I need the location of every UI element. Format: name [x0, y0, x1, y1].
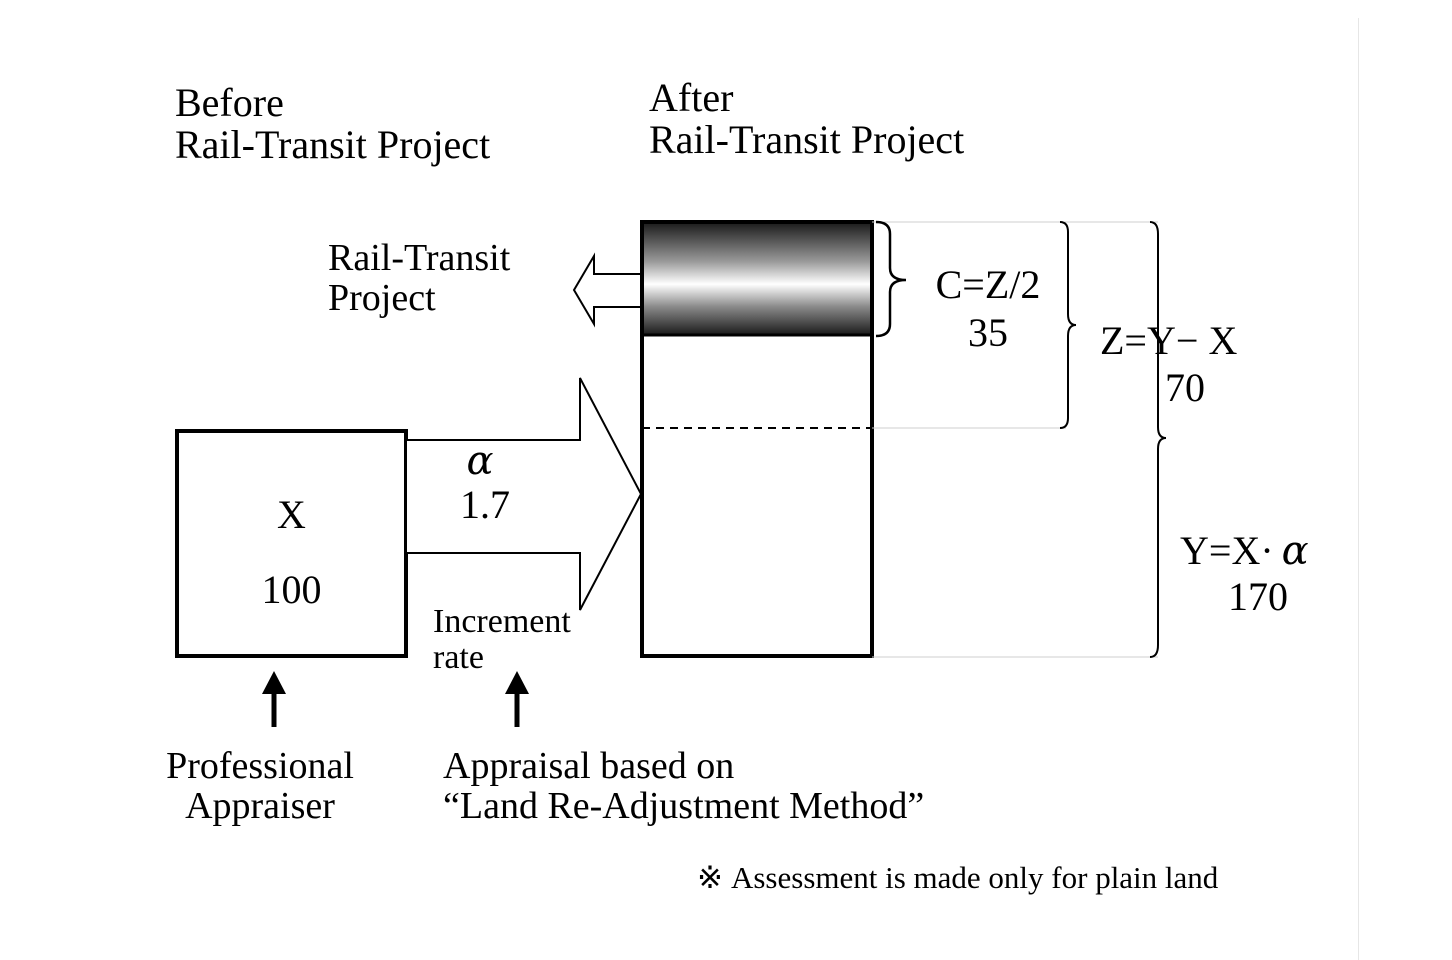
c-formula: C=Z/2 — [935, 262, 1041, 307]
increment-rate-line1: Increment — [433, 603, 571, 640]
after-heading-line2: Rail-Transit Project — [649, 117, 965, 163]
hollow-left-arrow — [572, 252, 642, 328]
increment-rate-label: Increment rate — [433, 603, 571, 677]
before-heading-line1: Before — [175, 80, 284, 125]
after-heading-line1: After — [649, 75, 734, 120]
alpha-symbol: α — [466, 438, 494, 484]
increment-arrow — [405, 377, 643, 611]
z-formula: Z=Y− X — [1100, 318, 1238, 363]
after-heading: After Rail-Transit Project — [649, 75, 965, 163]
increment-rate-line2: rate — [433, 639, 484, 677]
z-brace — [1059, 221, 1077, 429]
footnote-text: Assessment is made only for plain land — [730, 860, 1219, 895]
appraisal-method-line2: “Land Re-Adjustment Method” — [443, 785, 925, 828]
c-value: 35 — [968, 310, 1008, 355]
footnote: ※Assessment is made only for plain land — [697, 860, 1219, 895]
alpha-value: 1.7 — [460, 482, 510, 527]
footnote-mark: ※ — [697, 860, 723, 895]
after-value-column — [640, 220, 874, 658]
rail-transit-project-label: Rail-Transit Project — [328, 238, 510, 319]
page-edge-line — [1358, 18, 1359, 960]
after-column-shaded-part — [642, 222, 872, 335]
y-value: 170 — [1228, 574, 1288, 619]
x-value: 100 — [261, 567, 322, 612]
y-formula: Y=X·α — [1180, 528, 1309, 574]
before-value-box — [175, 429, 408, 658]
appraiser-arrow-head — [262, 671, 286, 694]
y-formula-text: Y=X· — [1180, 528, 1274, 573]
y-formula-alpha: α — [1281, 528, 1309, 574]
rail-transit-line2: Project — [328, 277, 436, 320]
y-brace — [1149, 221, 1167, 658]
professional-appraiser-line2: Appraiser — [185, 785, 335, 828]
rail-transit-line1: Rail-Transit — [328, 237, 511, 279]
c-brace — [875, 220, 907, 338]
z-value: 70 — [1165, 365, 1205, 410]
x-label: X — [277, 492, 306, 537]
professional-appraiser-label: Professional Appraiser — [150, 746, 370, 827]
before-heading: Before Rail-Transit Project — [175, 80, 491, 168]
before-heading-line2: Rail-Transit Project — [175, 122, 491, 168]
appraisal-method-line1: Appraisal based on — [443, 745, 735, 787]
method-arrow-head — [505, 671, 529, 694]
appraisal-method-label: Appraisal based on “Land Re-Adjustment M… — [443, 746, 924, 827]
professional-appraiser-line1: Professional — [166, 745, 354, 787]
